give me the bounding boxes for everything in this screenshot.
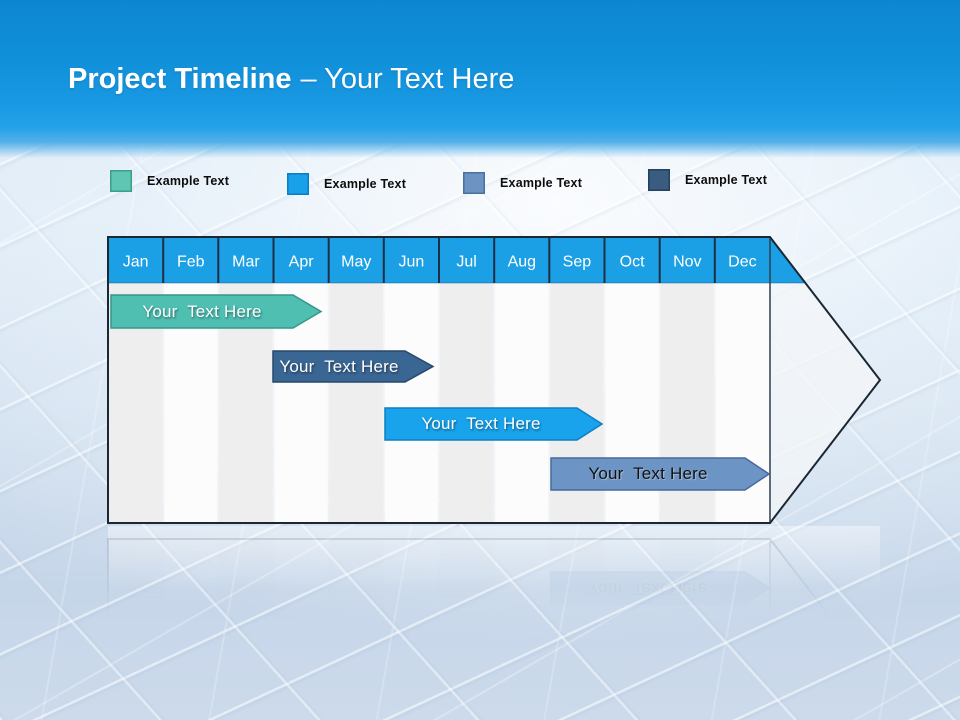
month-label: Aug: [508, 254, 536, 271]
legend-swatch-rect: [648, 169, 670, 191]
timeline-arrow-outline: [107, 236, 882, 524]
month-label: Jul: [456, 254, 476, 271]
slide-title: Project Timeline– Your Text Here: [68, 60, 514, 98]
gantt-bar-1: [110, 294, 323, 329]
legend-item-1: Example Text: [110, 170, 229, 192]
legend-label: Example Text: [500, 176, 583, 190]
month-label: Apr: [289, 254, 315, 271]
month-label: Sep: [563, 254, 592, 271]
month-column-jul: [440, 283, 494, 522]
month-label: Nov: [673, 254, 701, 271]
timeline-graphic: Jan Feb Mar Apr May Jun Jul Aug Sep Oct …: [107, 236, 882, 524]
title-suffix: – Your Text Here: [300, 63, 515, 95]
gantt-bar-2: [272, 350, 435, 383]
month-label: May: [341, 254, 371, 271]
timeline-reflection: [108, 526, 880, 588]
month-label: Feb: [177, 254, 205, 271]
legend-label: Example Text: [147, 174, 230, 188]
timeline-chart: Jan Feb Mar Apr May Jun Jul Aug Sep Oct …: [100, 230, 890, 530]
legend-swatch-teal-icon: [110, 170, 132, 192]
legend-item-4: Example Text: [648, 169, 767, 191]
legend-swatch-rect: [110, 170, 132, 192]
gantt-bar-label-2: Your Text Here: [279, 356, 399, 376]
legend-item-3: Example Text: [463, 172, 582, 194]
legend-swatch-rect: [463, 172, 485, 194]
gantt-bar-label-1: Your Text Here: [142, 301, 262, 321]
legend-swatch-rect: [287, 173, 309, 195]
legend-label: Example Text: [685, 173, 768, 187]
legend-swatch-navy-icon: [648, 169, 670, 191]
gantt-bar-label-4: Your Text Here: [588, 464, 708, 483]
month-label: Dec: [728, 254, 756, 271]
legend-label: Example Text: [324, 177, 407, 191]
gantt-bar-4: [550, 457, 771, 491]
title-band: [0, 0, 960, 158]
month-label: Mar: [232, 254, 260, 271]
legend-item-2: Example Text: [287, 173, 406, 195]
month-label: Jun: [399, 254, 425, 271]
month-label: Oct: [620, 254, 645, 271]
gantt-bar-3: [384, 407, 604, 441]
gantt-bar-label-3: Your Text Here: [421, 414, 541, 433]
month-label: Jan: [123, 254, 149, 271]
month-header-band: [109, 238, 805, 283]
title-primary: Project Timeline: [68, 63, 292, 95]
legend-swatch-steelblue-icon: [463, 172, 485, 194]
month-column-aug: [495, 283, 549, 522]
month-column-may: [329, 283, 383, 522]
legend-swatch-blue-icon: [287, 173, 309, 195]
month-column-jun: [384, 283, 438, 522]
